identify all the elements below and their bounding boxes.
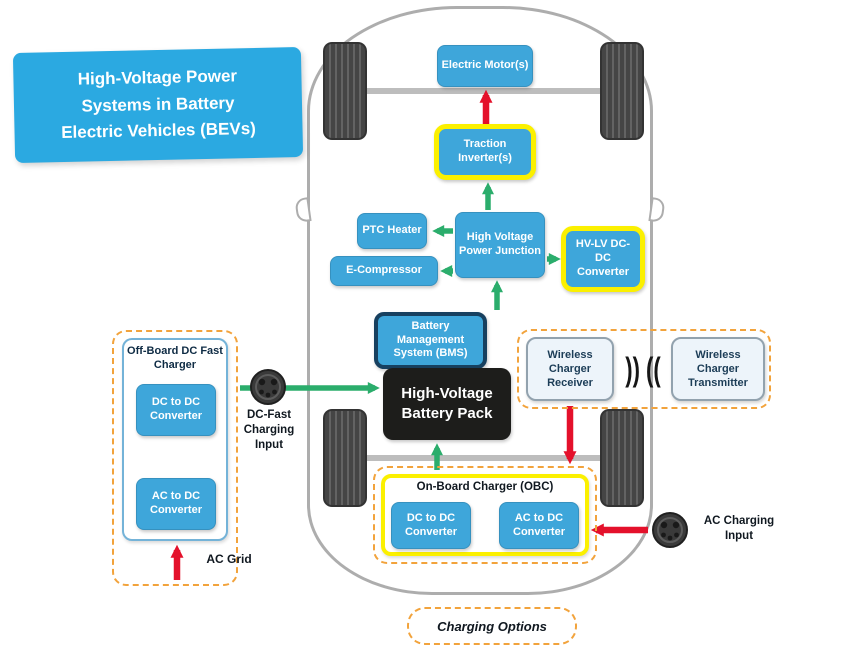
- offboard-dcdc-converter-box: DC to DC Converter: [136, 384, 216, 436]
- obc-acdc-converter-box: AC to DC Converter: [499, 502, 579, 549]
- wireless-charging-container: [517, 329, 771, 409]
- dc-fast-connector-icon: [250, 369, 286, 405]
- right-side-mirror: [648, 197, 666, 223]
- offboard-charger-container: [112, 330, 238, 586]
- ac-connector-icon: [652, 512, 688, 548]
- dc-fast-input-label: DC-Fast Charging Input: [243, 409, 295, 451]
- offboard-charger-title: Off-Board DC Fast Charger: [127, 345, 223, 372]
- front-axle: [367, 88, 600, 94]
- obc-container: [373, 466, 597, 564]
- ac-grid-label: AC Grid: [206, 552, 252, 566]
- tire-front-left: [323, 42, 367, 140]
- rear-axle: [367, 455, 600, 461]
- tire-front-right: [600, 42, 644, 140]
- hv-battery-pack-box: High-Voltage Battery Pack: [383, 368, 511, 440]
- hv-power-junction-box: High Voltage Power Junction: [455, 212, 545, 278]
- wireless-waves-icon: )) ((: [625, 350, 661, 389]
- ptc-heater-box: PTC Heater: [357, 213, 427, 249]
- traction-inverter-box: Traction Inverter(s): [434, 124, 536, 180]
- hvlv-dcdc-converter-box: HV-LV DC-DC Converter: [561, 226, 645, 292]
- e-compressor-box: E-Compressor: [330, 256, 438, 286]
- obc-dcdc-converter-box: DC to DC Converter: [391, 502, 471, 549]
- charging-options-legend: Charging Options: [407, 607, 577, 645]
- wireless-charger-transmitter-box: Wireless Charger Transmitter: [671, 337, 765, 401]
- electric-motor-box: Electric Motor(s): [437, 45, 533, 87]
- offboard-acdc-converter-box: AC to DC Converter: [136, 478, 216, 530]
- bms-box: Battery Management System (BMS): [374, 312, 487, 369]
- diagram-title: High-Voltage Power Systems in Battery El…: [61, 66, 257, 143]
- tire-rear-left: [323, 409, 367, 507]
- title-banner: High-Voltage Power Systems in Battery El…: [12, 46, 304, 164]
- obc-title: On-Board Charger (OBC): [416, 481, 554, 493]
- wireless-charger-receiver-box: Wireless Charger Receiver: [526, 337, 614, 401]
- ac-charging-input-label: AC Charging Input: [703, 515, 775, 542]
- tire-rear-right: [600, 409, 644, 507]
